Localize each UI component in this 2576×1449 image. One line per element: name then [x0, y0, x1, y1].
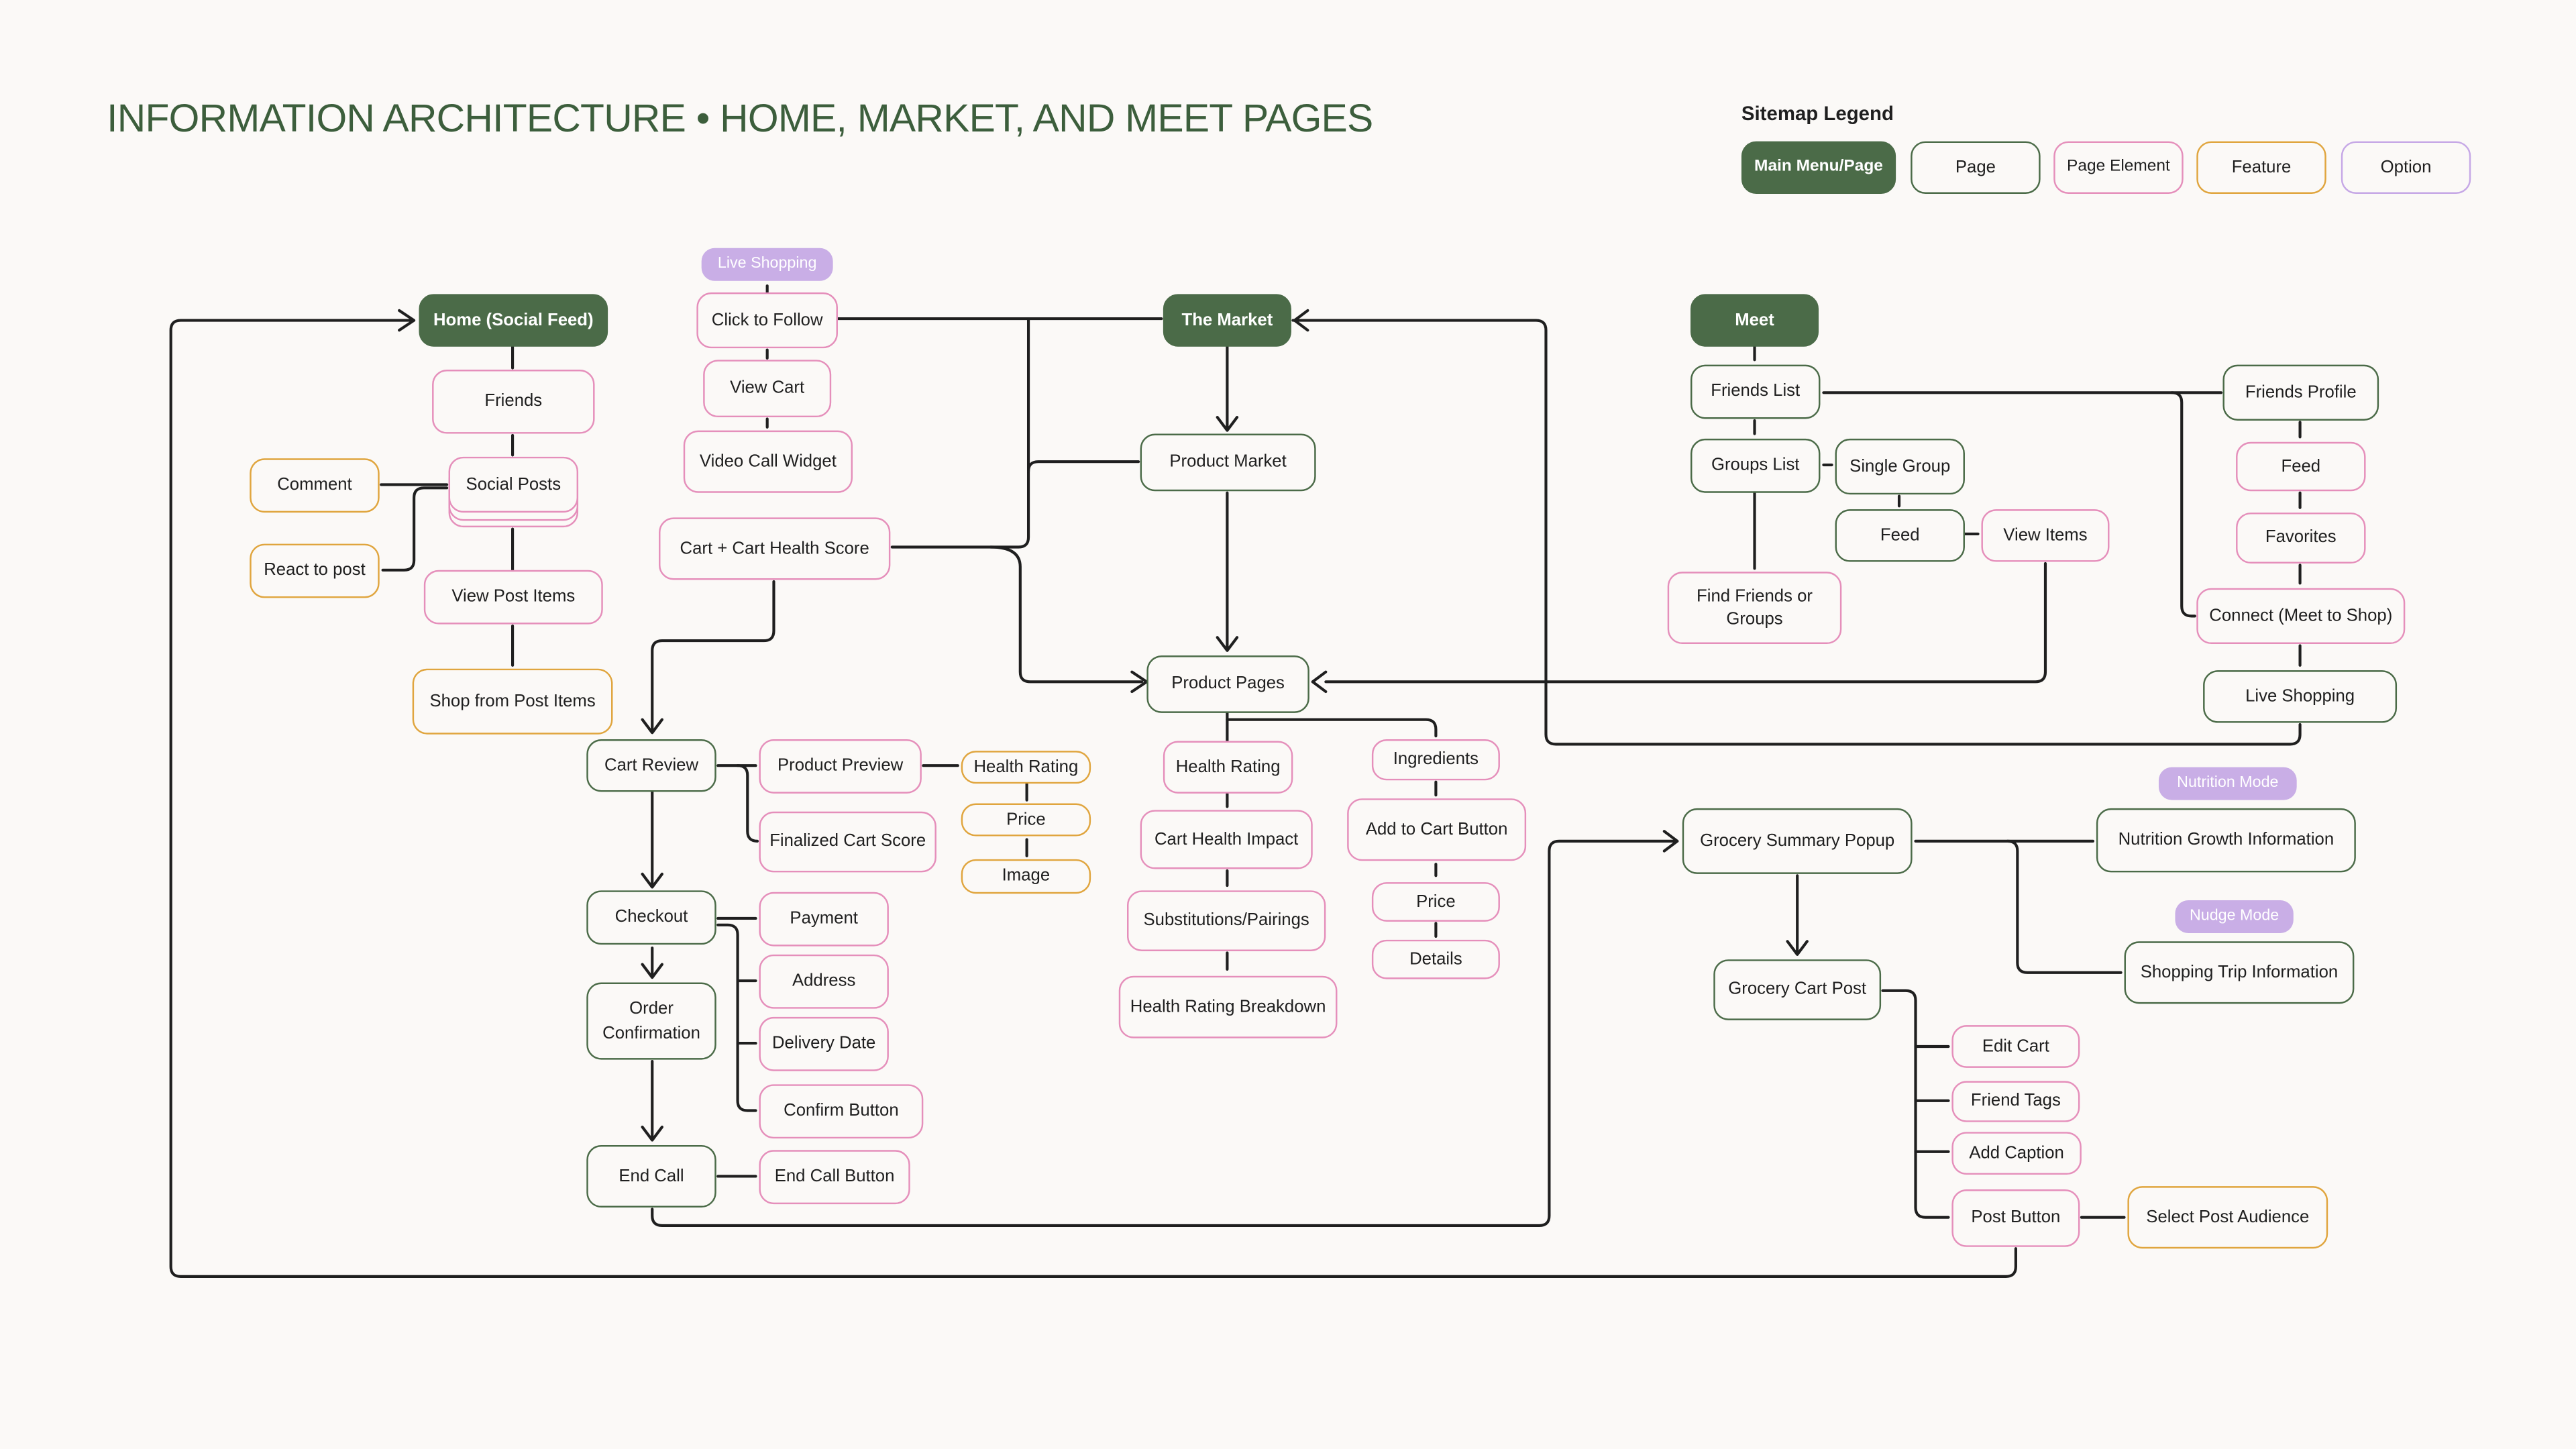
- comment-node[interactable]: Comment: [250, 458, 380, 513]
- shopping-trip-info-node[interactable]: Shopping Trip Information: [2124, 941, 2355, 1004]
- view-post-items-node[interactable]: View Post Items: [423, 570, 603, 625]
- view-items-node[interactable]: View Items: [1981, 509, 2110, 562]
- order-confirmation-node[interactable]: Order Confirmation: [586, 982, 716, 1060]
- add-to-cart-button-node[interactable]: Add to Cart Button: [1347, 798, 1527, 861]
- end-call-node[interactable]: End Call: [586, 1144, 716, 1208]
- page-title: INFORMATION ARCHITECTURE • HOME, MARKET,…: [107, 97, 1373, 142]
- connect-meet-to-shop-node[interactable]: Connect (Meet to Shop): [2196, 588, 2406, 645]
- legend-feature: Feature: [2196, 141, 2326, 194]
- post-button-node[interactable]: Post Button: [1951, 1189, 2080, 1247]
- end-call-button-node[interactable]: End Call Button: [759, 1150, 910, 1205]
- grocery-cart-post-node[interactable]: Grocery Cart Post: [1713, 959, 1882, 1020]
- add-caption-node[interactable]: Add Caption: [1951, 1132, 2082, 1175]
- ingredients-node[interactable]: Ingredients: [1371, 739, 1500, 781]
- delivery-date-node[interactable]: Delivery Date: [759, 1016, 889, 1071]
- live-shopping-tag: Live Shopping: [701, 248, 833, 281]
- finalized-cart-score-node[interactable]: Finalized Cart Score: [759, 811, 936, 873]
- social-posts-node[interactable]: Social Posts: [448, 456, 579, 513]
- friends-profile-node[interactable]: Friends Profile: [2222, 364, 2379, 421]
- nutrition-growth-info-node[interactable]: Nutrition Growth Information: [2096, 808, 2356, 873]
- home-social-feed-node[interactable]: Home (Social Feed): [419, 294, 608, 347]
- payment-node[interactable]: Payment: [759, 892, 889, 947]
- the-market-node[interactable]: The Market: [1163, 294, 1291, 347]
- group-feed-node[interactable]: Feed: [1835, 509, 1965, 562]
- review-image-node[interactable]: Image: [961, 859, 1091, 894]
- cart-health-score-node[interactable]: Cart + Cart Health Score: [659, 517, 891, 580]
- nutrition-mode-tag: Nutrition Mode: [2158, 767, 2297, 800]
- review-health-rating-node[interactable]: Health Rating: [961, 751, 1091, 784]
- review-price-node[interactable]: Price: [961, 803, 1091, 837]
- grocery-summary-popup-node[interactable]: Grocery Summary Popup: [1682, 808, 1913, 874]
- product-pages-node[interactable]: Product Pages: [1146, 655, 1309, 713]
- click-to-follow-node[interactable]: Click to Follow: [696, 292, 838, 349]
- friends-node[interactable]: Friends: [432, 370, 595, 434]
- market-price-node[interactable]: Price: [1371, 882, 1500, 922]
- groups-list-node[interactable]: Groups List: [1690, 438, 1821, 493]
- substitutions-pairings-node[interactable]: Substitutions/Pairings: [1127, 890, 1326, 951]
- legend-title: Sitemap Legend: [1741, 101, 1894, 125]
- cart-health-impact-node[interactable]: Cart Health Impact: [1140, 810, 1313, 869]
- checkout-node[interactable]: Checkout: [586, 890, 716, 945]
- profile-feed-node[interactable]: Feed: [2236, 441, 2366, 492]
- favorites-node[interactable]: Favorites: [2236, 513, 2366, 564]
- find-friends-or-groups-node[interactable]: Find Friends or Groups: [1667, 572, 1842, 645]
- product-market-node[interactable]: Product Market: [1140, 433, 1316, 492]
- single-group-node[interactable]: Single Group: [1835, 438, 1965, 495]
- shop-from-post-items-node[interactable]: Shop from Post Items: [412, 668, 613, 735]
- legend-page-element: Page Element: [2053, 141, 2184, 194]
- select-post-audience-node[interactable]: Select Post Audience: [2127, 1186, 2328, 1249]
- edit-cart-node[interactable]: Edit Cart: [1951, 1025, 2080, 1068]
- address-node[interactable]: Address: [759, 954, 889, 1009]
- health-rating-breakdown-node[interactable]: Health Rating Breakdown: [1118, 975, 1338, 1038]
- react-to-post-node[interactable]: React to post: [250, 543, 380, 598]
- product-preview-node[interactable]: Product Preview: [759, 739, 922, 794]
- video-call-widget-node[interactable]: Video Call Widget: [683, 430, 853, 493]
- legend-page: Page: [1911, 141, 2041, 194]
- confirm-button-node[interactable]: Confirm Button: [759, 1084, 924, 1139]
- friends-list-node[interactable]: Friends List: [1690, 364, 1821, 419]
- legend-main-menu: Main Menu/Page: [1741, 141, 1896, 194]
- nudge-mode-tag: Nudge Mode: [2175, 900, 2294, 934]
- details-node[interactable]: Details: [1371, 939, 1500, 979]
- cart-review-node[interactable]: Cart Review: [586, 739, 716, 792]
- health-rating-node[interactable]: Health Rating: [1163, 741, 1293, 794]
- friend-tags-node[interactable]: Friend Tags: [1951, 1081, 2080, 1122]
- live-shopping-node[interactable]: Live Shopping: [2203, 670, 2398, 723]
- view-cart-node[interactable]: View Cart: [703, 360, 832, 418]
- legend-option: Option: [2341, 141, 2471, 194]
- meet-node[interactable]: Meet: [1690, 294, 1819, 347]
